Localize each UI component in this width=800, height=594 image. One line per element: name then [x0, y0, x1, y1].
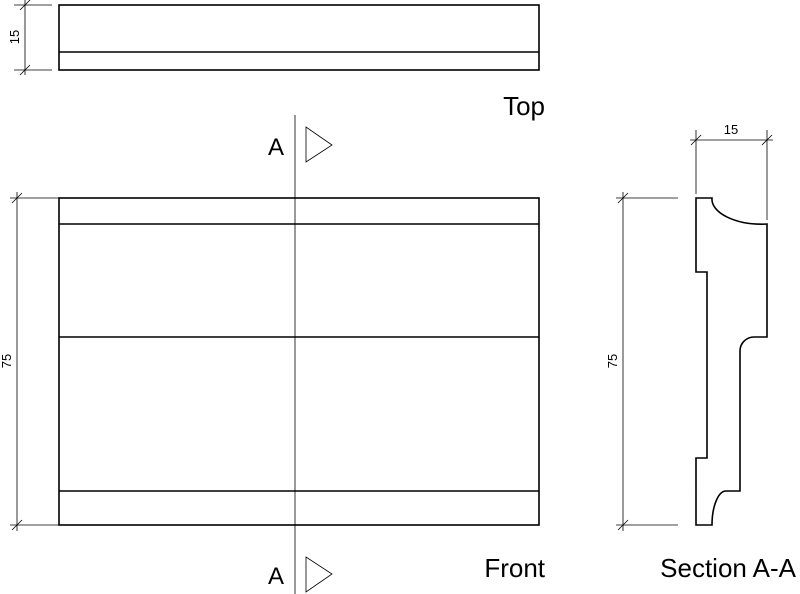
- tick-mark: [617, 519, 629, 531]
- top-view-label: Top: [503, 91, 545, 121]
- section-arrow-upper-icon: [305, 126, 333, 163]
- tick-mark: [11, 519, 23, 531]
- section-view: [695, 197, 768, 526]
- tick-mark: [690, 134, 702, 146]
- front-height-label: 75: [0, 354, 14, 368]
- section-marker-upper: A: [268, 134, 284, 161]
- front-view-label: Front: [484, 553, 545, 583]
- tick-mark: [761, 134, 773, 146]
- top-thickness-label: 15: [7, 30, 22, 44]
- tick-mark: [617, 192, 629, 204]
- section-profile: [695, 197, 768, 526]
- tick-mark: [11, 192, 23, 204]
- section-arrow-lower-icon: [305, 556, 333, 593]
- section-height-label: 75: [605, 354, 620, 368]
- section-width-dimension: 15: [690, 122, 773, 220]
- front-view-outline: [58, 197, 540, 526]
- section-cut-line: A A: [268, 115, 333, 594]
- front-height-dimension: 75: [0, 192, 59, 531]
- section-view-label: Section A-A: [660, 553, 797, 583]
- front-view: [58, 197, 540, 526]
- section-width-label: 15: [724, 122, 738, 137]
- section-marker-lower: A: [268, 563, 284, 590]
- tick-mark: [19, 64, 31, 76]
- tick-mark: [19, 0, 31, 11]
- top-view-outline: [58, 4, 540, 71]
- top-view: [58, 4, 540, 71]
- top-thickness-dimension: 15: [7, 0, 52, 76]
- section-height-dimension: 75: [605, 192, 678, 531]
